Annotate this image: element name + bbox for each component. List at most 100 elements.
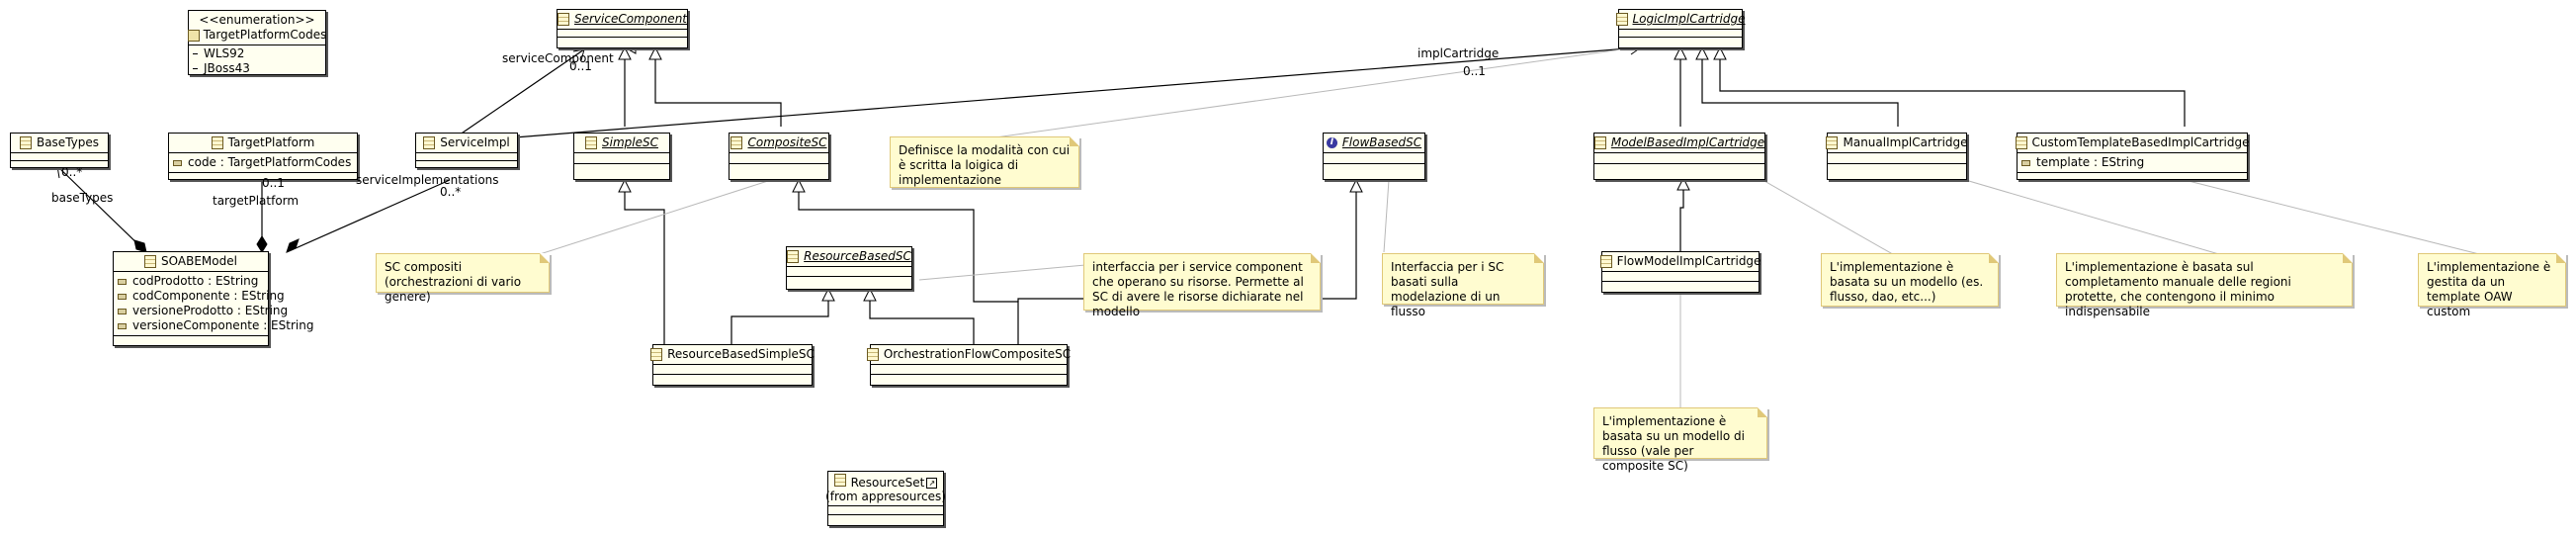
attribute-icon xyxy=(118,322,127,329)
attribute-icon xyxy=(173,159,182,166)
class-attributes xyxy=(1619,29,1742,37)
note-interfaccia-flusso: Interfaccia per i SC basati sulla modela… xyxy=(1382,253,1544,318)
class-name: OrchestrationFlowCompositeSC xyxy=(883,347,1072,361)
class-attribute: codProdotto : EString xyxy=(118,274,264,289)
class-model-based-impl-cartridge[interactable]: ModelBasedImplCartridge xyxy=(1593,133,1765,180)
class-operations xyxy=(114,335,268,343)
class-simple-sc[interactable]: SimpleSC xyxy=(573,133,670,180)
mult-impl-cartridge: 0..1 xyxy=(1463,64,1486,78)
class-name: TargetPlatform xyxy=(227,135,315,149)
class-base-types[interactable]: BaseTypes xyxy=(10,133,109,168)
role-target-platform: targetPlatform xyxy=(213,194,300,208)
class-attributes xyxy=(1828,152,1966,163)
class-logic-impl-cartridge[interactable]: LogicImplCartridge xyxy=(1615,9,1746,48)
enum-literal: WLS92 xyxy=(193,46,321,61)
class-name: ResourceSet xyxy=(850,476,925,490)
class-icon xyxy=(787,250,800,263)
class-attributes xyxy=(787,266,911,276)
class-operations xyxy=(1828,163,1966,174)
class-attributes xyxy=(828,505,943,514)
class-icon xyxy=(650,348,663,361)
mult-service-component: 0..1 xyxy=(569,59,592,73)
generalization-heads xyxy=(618,45,1727,302)
generalization-edges xyxy=(625,47,2186,344)
class-operations xyxy=(11,160,108,168)
literal-icon xyxy=(193,52,198,55)
class-icon xyxy=(557,13,569,26)
role-service-implementations: serviceImplementations xyxy=(356,173,499,187)
class-attribute: template : EString xyxy=(2021,155,2243,170)
interface-attributes xyxy=(1324,152,1424,163)
class-attributes xyxy=(558,29,687,37)
class-service-impl[interactable]: ServiceImpl xyxy=(415,133,518,168)
class-operations xyxy=(828,514,943,523)
role-impl-cartridge: implCartridge xyxy=(1417,46,1500,60)
class-icon xyxy=(866,348,879,361)
class-operations xyxy=(787,276,911,286)
class-name: ModelBasedImplCartridge xyxy=(1610,135,1765,149)
class-icon xyxy=(144,255,157,268)
note-interfaccia-risorse: interfaccia per i service component che … xyxy=(1083,253,1321,318)
literal-icon xyxy=(193,67,198,70)
class-icon xyxy=(1826,136,1839,149)
role-service-component: serviceComponent xyxy=(502,51,614,65)
class-manual-impl-cartridge[interactable]: ManualImplCartridge xyxy=(1826,133,1968,180)
note-impl-modello: L'implementazione è basata su un modello… xyxy=(1821,253,1999,307)
class-attributes xyxy=(1594,152,1764,163)
class-custom-template-impl-cartridge[interactable]: CustomTemplateBasedImplCartridge templat… xyxy=(2015,133,2250,180)
class-icon xyxy=(1593,136,1606,149)
class-service-component[interactable]: ServiceComponent xyxy=(557,9,688,48)
class-attributes xyxy=(574,152,669,163)
role-base-types: baseTypes xyxy=(51,191,114,205)
class-name: SimpleSC xyxy=(602,135,658,149)
class-name: FlowModelImplCartridge xyxy=(1616,254,1761,268)
association-edges xyxy=(56,46,1642,253)
class-target-platform[interactable]: TargetPlatform code : TargetPlatformCode… xyxy=(168,133,358,180)
class-soabe-model[interactable]: SOABEModel codProdotto : EString codComp… xyxy=(113,251,313,346)
class-composite-sc[interactable]: CompositeSC xyxy=(729,133,829,180)
note-impl-oaw: L'implementazione è gestita da un templa… xyxy=(2418,253,2566,318)
class-package: (from appresources) xyxy=(825,490,946,503)
class-operations xyxy=(1594,163,1764,174)
enum-literal: JBoss43 xyxy=(193,61,321,76)
class-icon xyxy=(211,136,223,149)
class-icon xyxy=(585,136,597,149)
attribute-icon xyxy=(118,308,127,314)
attribute-icon xyxy=(118,293,127,300)
class-icon xyxy=(833,474,846,487)
mult-service-implementations: 0..* xyxy=(440,185,462,199)
class-attributes xyxy=(653,364,812,374)
class-resource-based-sc[interactable]: ResourceBasedSC xyxy=(786,246,912,290)
enum-stereotype: <<enumeration>> xyxy=(199,13,315,27)
class-attributes xyxy=(416,152,517,160)
class-icon xyxy=(1599,255,1612,268)
class-resource-based-simple-sc[interactable]: ResourceBasedSimpleSC xyxy=(650,344,815,386)
enum-target-platform-codes[interactable]: <<enumeration>> TargetPlatformCodes WLS9… xyxy=(187,10,326,76)
class-operations xyxy=(574,163,669,174)
class-name: SOABEModel xyxy=(161,254,237,268)
class-operations xyxy=(730,163,828,174)
class-attribute: code : TargetPlatformCodes xyxy=(173,155,353,170)
class-name: ResourceBasedSC xyxy=(804,249,911,263)
enumeration-icon xyxy=(187,29,200,42)
external-link-icon: ↗ xyxy=(926,478,938,489)
interface-icon: I xyxy=(1326,137,1337,148)
class-operations xyxy=(558,37,687,45)
interface-operations xyxy=(1324,163,1424,174)
class-operations xyxy=(653,374,812,384)
class-attribute: versioneProdotto : EString xyxy=(118,304,288,318)
note-sc-compositi: SC compositi (orchestrazioni di vario ge… xyxy=(376,253,550,304)
note-impl-flusso: L'implementazione è basata su un modello… xyxy=(1593,407,1767,473)
class-flow-model-impl-cartridge[interactable]: FlowModelImplCartridge xyxy=(1599,251,1761,293)
class-operations xyxy=(1602,281,1759,291)
attribute-icon xyxy=(118,278,127,285)
class-resource-set[interactable]: ResourceSet↗ (from appresources) xyxy=(825,471,946,526)
class-attributes xyxy=(871,364,1067,374)
class-name: CustomTemplateBasedImplCartridge xyxy=(2031,135,2250,149)
class-operations xyxy=(416,160,517,168)
mult-base-types: 0..* xyxy=(61,165,83,179)
class-orchestration-flow-composite-sc[interactable]: OrchestrationFlowCompositeSC xyxy=(866,344,1072,386)
class-attributes xyxy=(730,152,828,163)
